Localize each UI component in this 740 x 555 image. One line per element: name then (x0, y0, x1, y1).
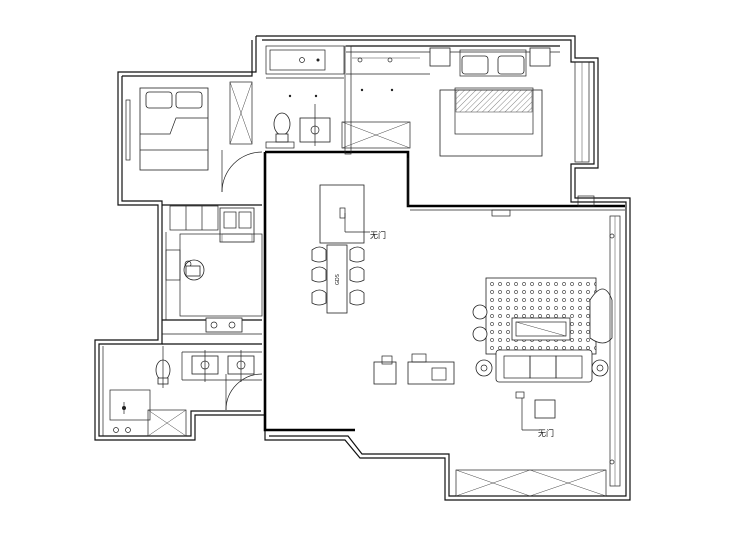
center-furniture (373, 353, 455, 385)
dining-table-tag: GDS (335, 274, 341, 285)
living-area: 无门 (472, 215, 621, 487)
kitchen (162, 204, 263, 335)
dining-chairs-left (311, 246, 327, 306)
dining-note: 无门 (370, 230, 386, 240)
dining-area: GDS 无门 (311, 184, 386, 314)
top-bathroom (265, 45, 345, 149)
central-open-area (263, 150, 625, 432)
bottom-bathroom (102, 343, 263, 437)
sofa (495, 349, 593, 383)
living-note: 无门 (538, 428, 554, 438)
hatched-closet (341, 121, 411, 149)
north-fixtures (491, 195, 595, 217)
dining-chairs-right (349, 246, 365, 306)
second-bedroom (125, 81, 263, 193)
master-bedroom (344, 45, 590, 163)
balcony-window (455, 469, 607, 497)
